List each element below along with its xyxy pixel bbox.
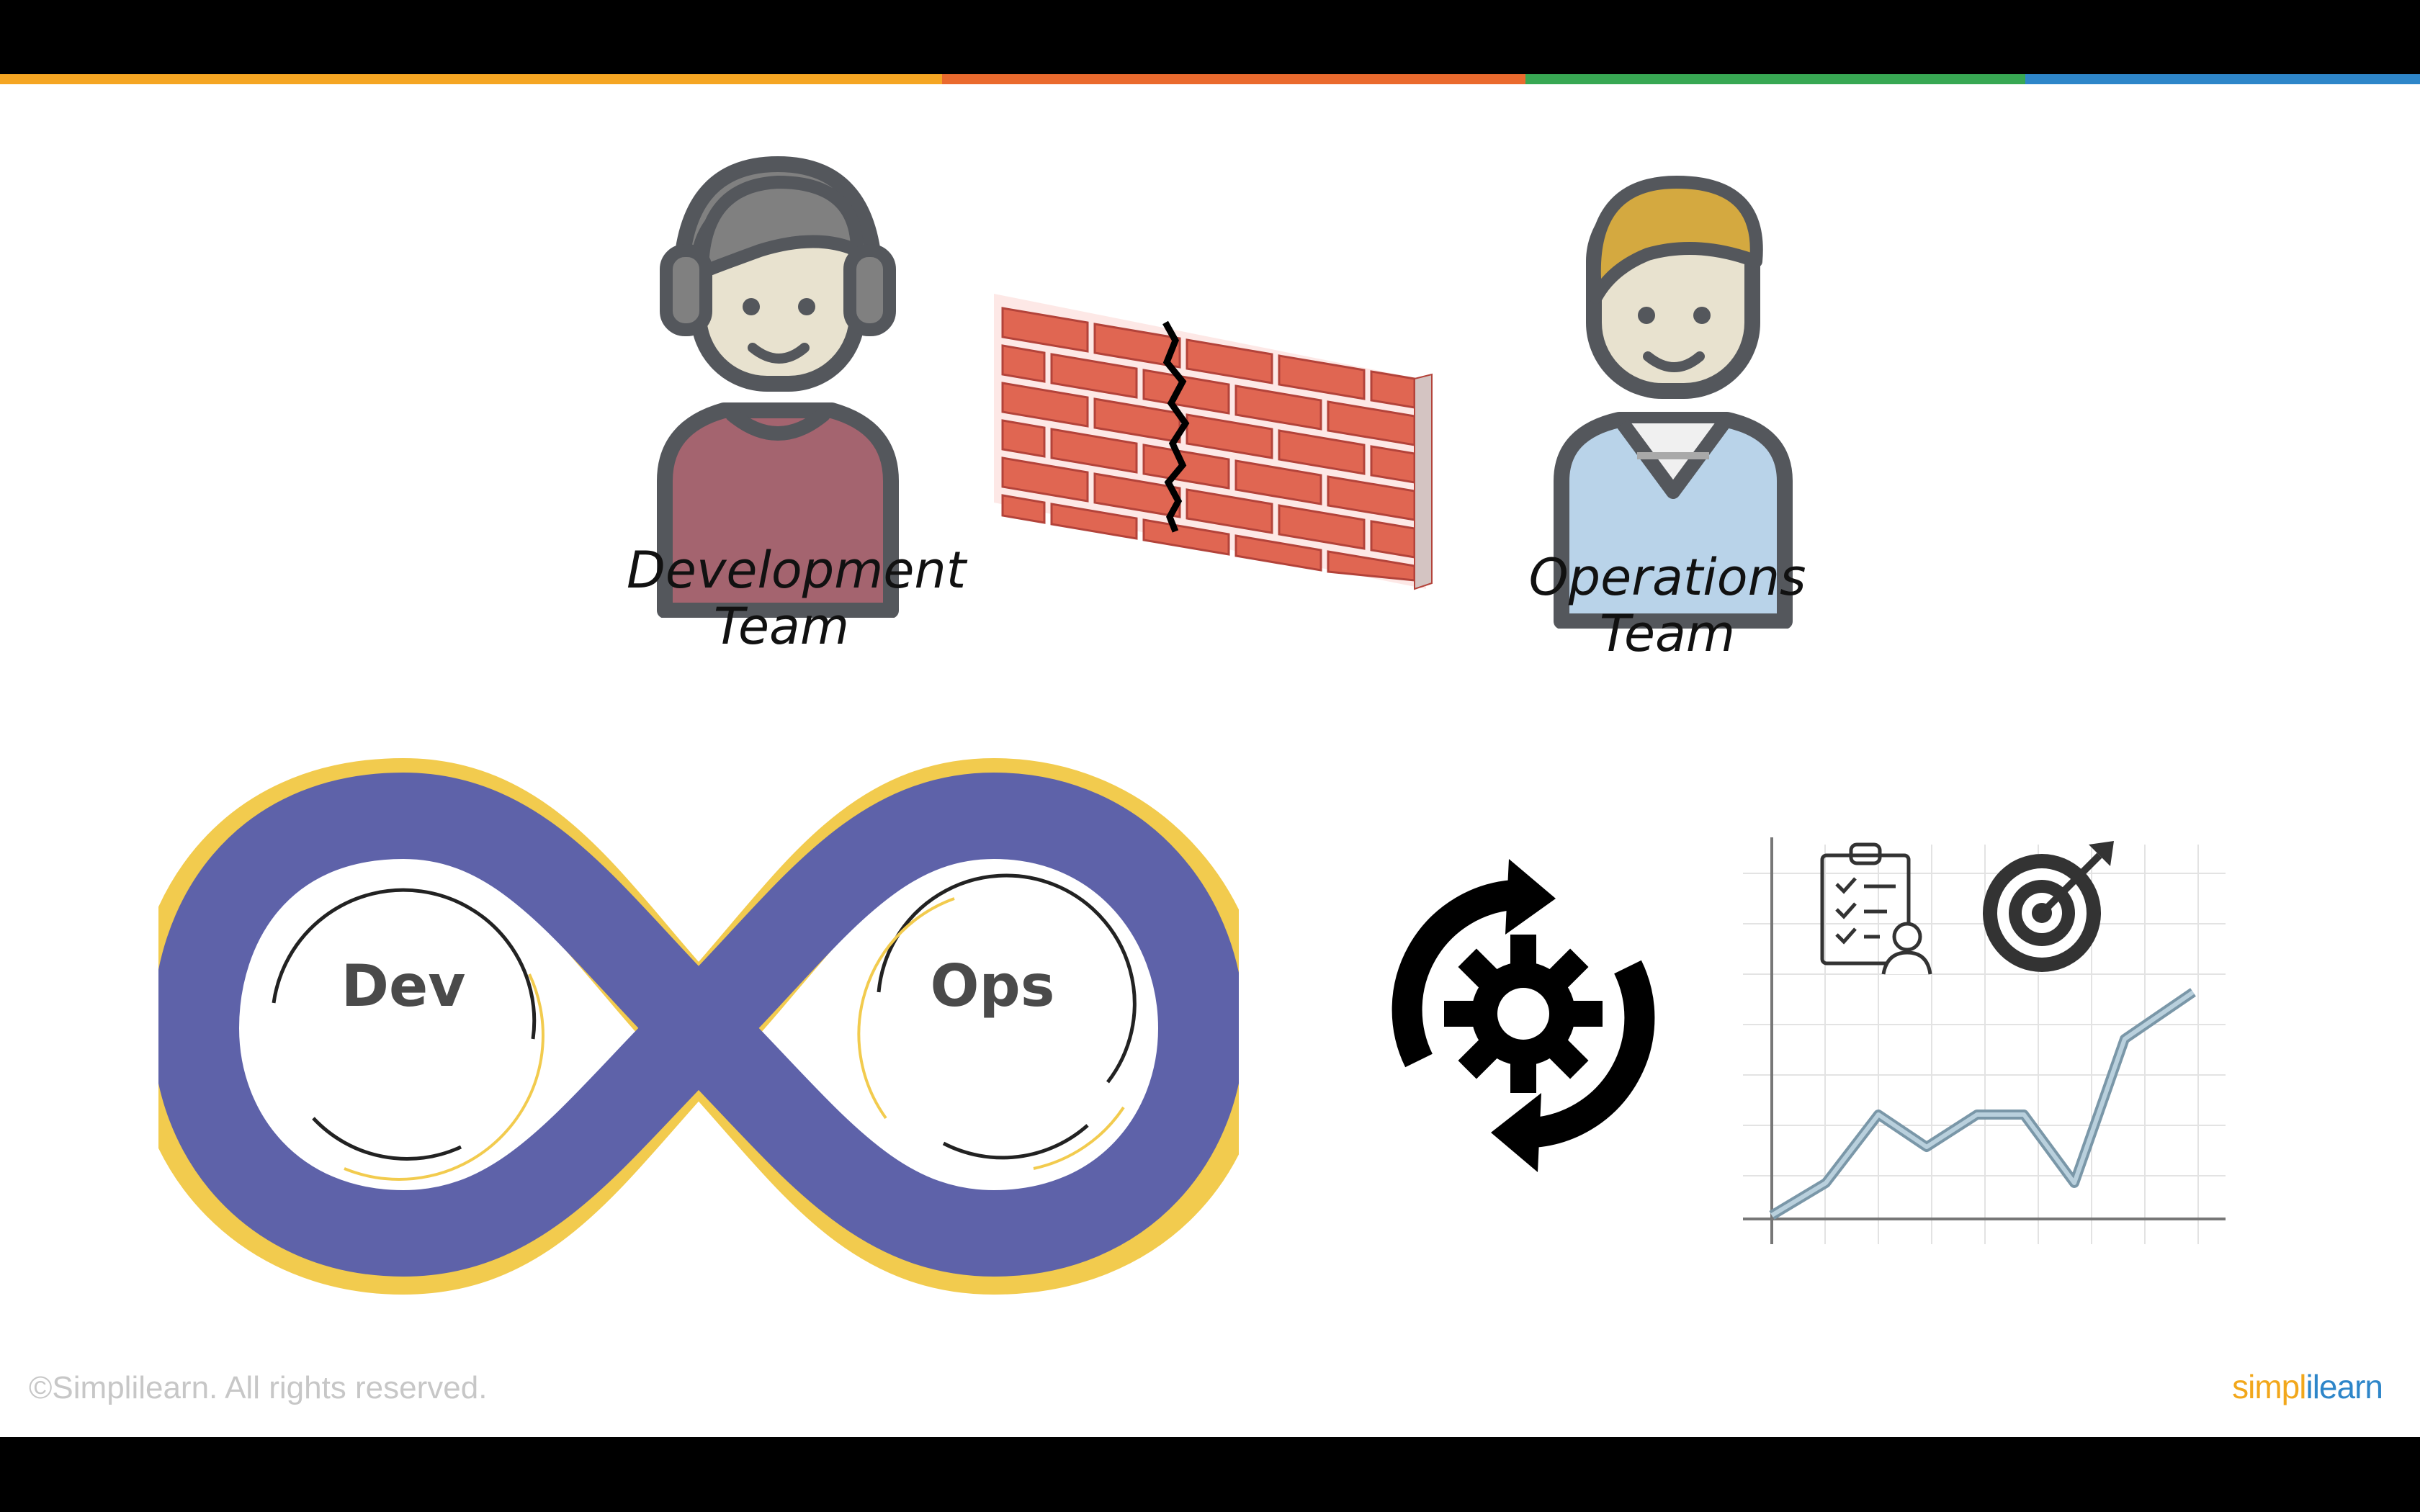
cracked-brick-wall-icon: [994, 294, 1433, 590]
top-stripe-blue: [2025, 74, 2420, 84]
development-label-line2: Team: [713, 597, 850, 656]
gear-refresh-cycle-icon: [1392, 859, 1655, 1172]
clipboard-checklist-icon: [1820, 842, 1932, 975]
operations-label-line2: Team: [1599, 604, 1736, 663]
operations-team-label: Operations Team: [1512, 549, 1822, 662]
operations-person-icon: [1554, 176, 1793, 629]
devops-infinity-loop-icon: [158, 757, 1239, 1295]
ops-label: Ops: [930, 953, 1055, 1020]
simplilearn-logo: simplilearn: [2232, 1367, 2383, 1406]
operations-label-line1: Operations: [1528, 548, 1806, 607]
target-dartboard-icon: [1983, 841, 2114, 972]
top-stripe-green: [1525, 74, 2025, 84]
top-stripe-orange: [0, 74, 942, 84]
slide: Development Team: [0, 74, 2420, 1437]
growth-line-chart-icon: [1743, 837, 2226, 1244]
top-stripe-red: [942, 74, 1525, 84]
copyright-text: ©Simplilearn. All rights reserved.: [29, 1370, 488, 1405]
dev-label: Dev: [341, 953, 466, 1020]
development-label-line1: Development: [627, 541, 967, 600]
brand-part2: ilearn: [2305, 1368, 2383, 1405]
development-team-label: Development Team: [627, 541, 967, 656]
brand-part1: simpl: [2232, 1368, 2306, 1405]
developer-person-icon: [657, 156, 899, 618]
